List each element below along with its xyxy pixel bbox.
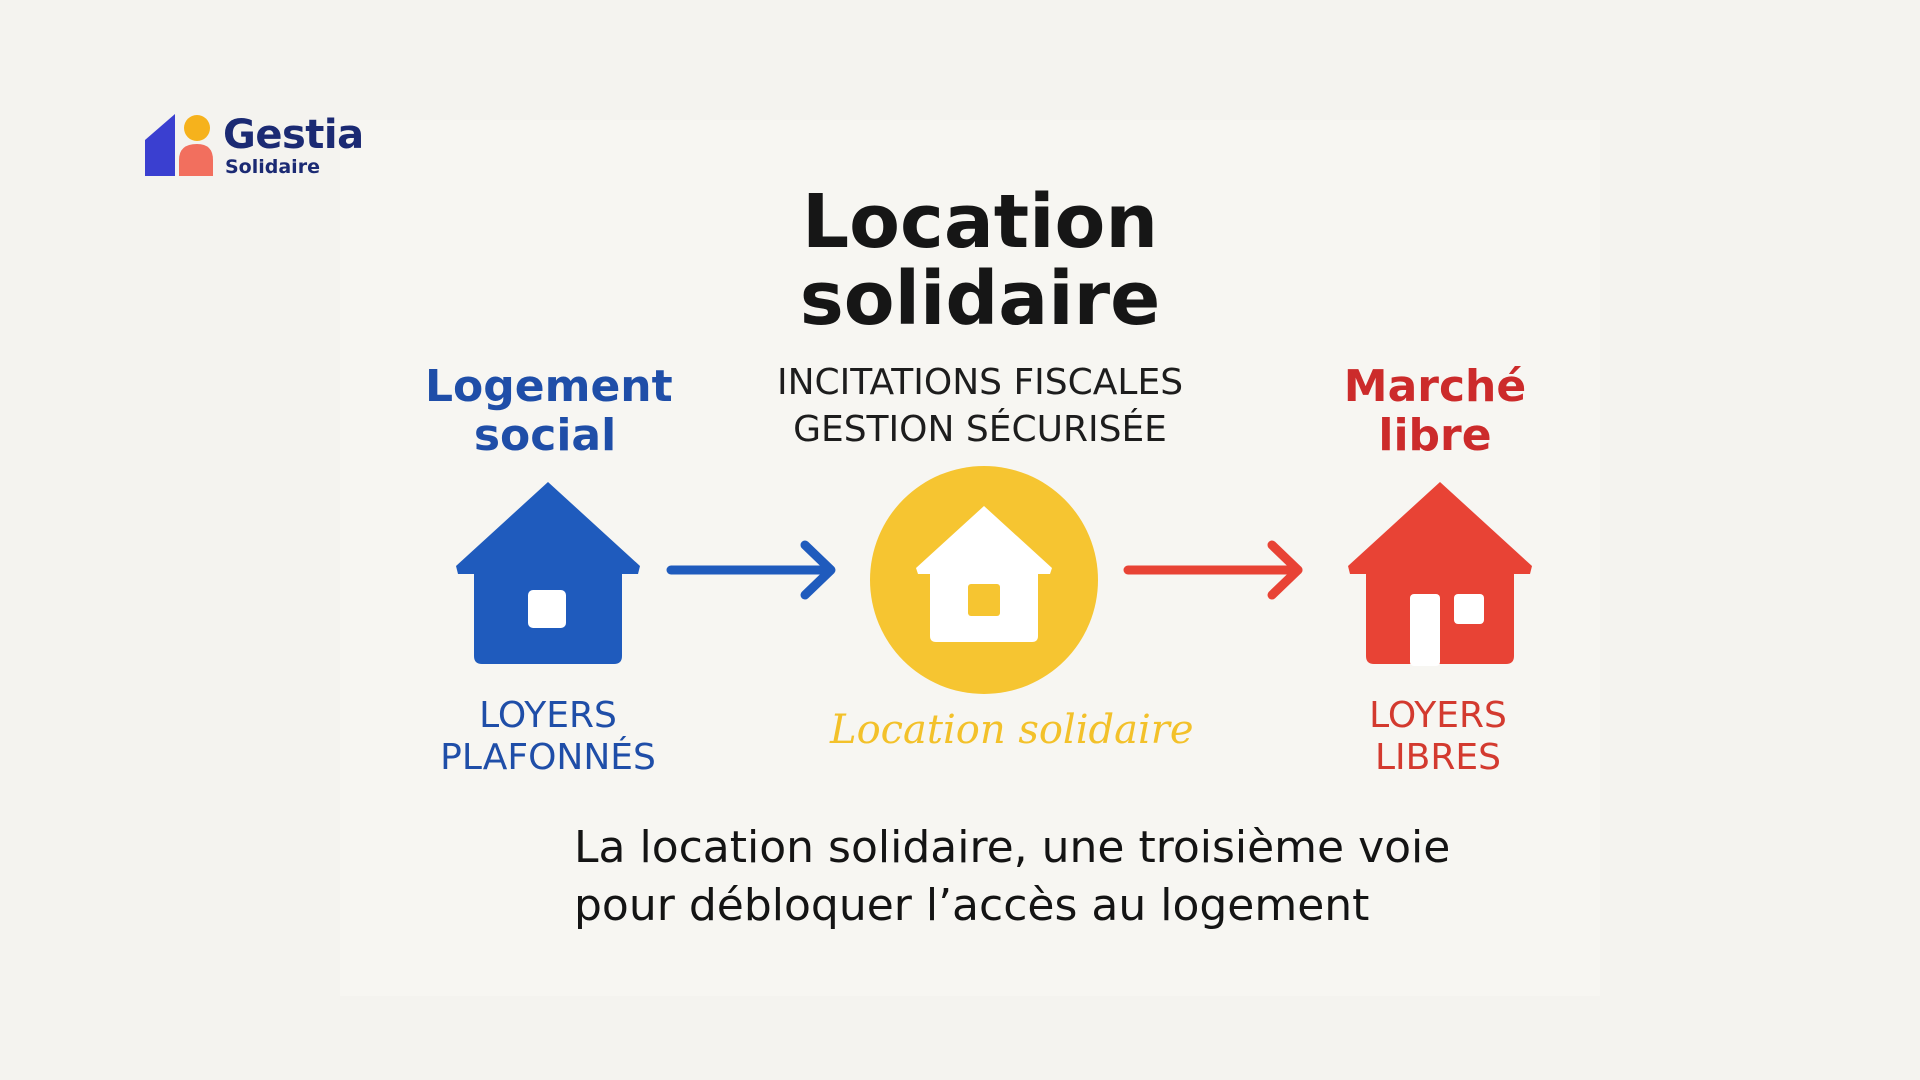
tagline-line2: pour débloquer l’accès au logement — [574, 880, 1370, 931]
left-heading-line1: Logement — [425, 361, 673, 412]
right-arrow-red-icon — [1123, 540, 1303, 600]
red-house-icon — [1348, 482, 1532, 666]
page-title-line1: Location — [801, 179, 1159, 265]
blue-house-icon — [456, 482, 640, 664]
house-in-circle-icon — [870, 466, 1098, 694]
tagline-line1: La location solidaire, une troisième voi… — [574, 822, 1451, 873]
left-heading-line2: social — [473, 410, 617, 461]
logo-mark-icon — [145, 114, 213, 176]
brand-name: Gestia — [223, 112, 364, 158]
incentives-line2: GESTION SÉCURISÉE — [793, 409, 1167, 450]
brand-logo: Gestia Solidaire — [143, 110, 373, 180]
center-caption: Location solidaire — [830, 707, 1194, 753]
left-caption-line2: PLAFONNÉS — [440, 737, 656, 778]
right-caption-line1: LOYERS — [1369, 695, 1507, 736]
right-caption-line2: LIBRES — [1375, 737, 1501, 778]
right-heading-line1: Marché — [1343, 361, 1527, 412]
left-caption-line1: LOYERS — [479, 695, 617, 736]
right-heading-line2: libre — [1378, 410, 1492, 461]
incentives-line1: INCITATIONS FISCALES — [776, 362, 1184, 403]
page-title-line2: solidaire — [799, 256, 1161, 342]
brand-subtitle: Solidaire — [225, 156, 320, 178]
right-arrow-blue-icon — [666, 540, 836, 600]
